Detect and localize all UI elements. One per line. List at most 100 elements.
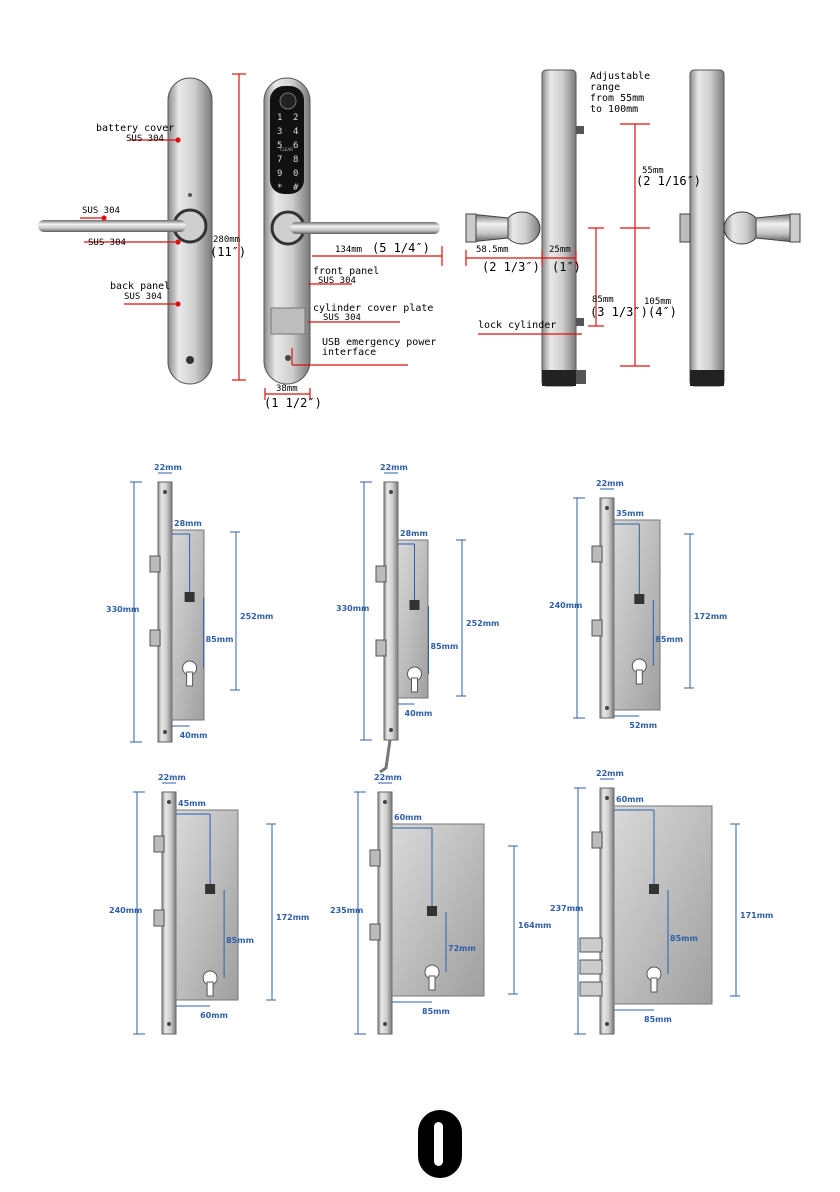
- screw-icon: [186, 356, 194, 364]
- spindle-hole: [205, 884, 216, 894]
- height-mm-label: 280mm: [213, 235, 240, 245]
- side-panel-base: [542, 370, 576, 386]
- cylinder-cover-plate-label: cylinder cover plate: [313, 303, 433, 314]
- svg-text:5: 5: [277, 141, 282, 151]
- screw-icon: [383, 800, 387, 804]
- body-depth-label: 40mm: [180, 731, 208, 740]
- screw-icon: [389, 728, 393, 732]
- battery-cover-label: battery cover: [96, 123, 174, 134]
- body-height-label: 252mm: [240, 612, 273, 621]
- overall-height-label: 330mm: [336, 604, 369, 613]
- overall-height-label: 240mm: [549, 601, 582, 610]
- deadbolt: [591, 619, 603, 637]
- svg-text:8: 8: [293, 155, 298, 165]
- overall-height-label: 330mm: [106, 605, 139, 614]
- back-panel-view: [38, 77, 213, 385]
- adjustable-line1: Adjustable: [590, 71, 650, 82]
- keypad-screen: [270, 86, 304, 194]
- mortise-tail: [379, 739, 392, 774]
- faceplate-width-label: 22mm: [380, 463, 408, 472]
- rose-side: [723, 211, 761, 245]
- usb-port-icon: [285, 355, 291, 361]
- lock-body: [391, 823, 485, 997]
- handle-material: SUS 304: [82, 206, 120, 216]
- backset-label: 28mm: [400, 529, 428, 538]
- front-panel-label: front panel: [313, 266, 379, 277]
- cylinder-cover-plate: [270, 307, 306, 335]
- lever-length-in: (2 1/3″): [482, 260, 540, 274]
- spindle-hole: [427, 906, 437, 916]
- battery-cover-material: SUS 304: [126, 134, 164, 144]
- deadbolt: [369, 923, 381, 941]
- spindle-hole: [409, 600, 420, 610]
- screw-icon: [605, 1022, 609, 1026]
- side-panel-base: [690, 370, 724, 386]
- side-view-right: [679, 69, 801, 387]
- spindle-end: [679, 213, 691, 243]
- latch-bolt: [375, 565, 387, 583]
- overall-height-label: 237mm: [550, 904, 583, 913]
- center-distance-label: 85mm: [431, 642, 459, 651]
- plate-thickness-mm: 25mm: [549, 245, 571, 255]
- screw-icon: [167, 1022, 171, 1026]
- svg-text:0: 0: [293, 169, 298, 179]
- spindle-pin: [576, 126, 584, 134]
- dimension-lines: [354, 782, 518, 1035]
- rose-material: SUS 304: [88, 238, 126, 248]
- backset-label: 35mm: [616, 509, 644, 518]
- width-in-label: (1 1/2″): [264, 396, 322, 410]
- deadbolt: [579, 937, 603, 953]
- svg-text:2: 2: [293, 113, 298, 123]
- svg-text:9: 9: [277, 169, 282, 179]
- handle-length-mm: 134mm: [335, 245, 362, 255]
- body-height-label: 171mm: [740, 911, 773, 920]
- dimension-lines: [573, 488, 694, 719]
- spindle-hole: [634, 594, 645, 604]
- latch-bolt: [369, 849, 381, 867]
- dimension-lines: [133, 782, 276, 1035]
- back-panel-label: back panel: [110, 281, 170, 292]
- back-leaders: [80, 73, 246, 381]
- deadbolt: [153, 909, 165, 927]
- center-distance-label: 85mm: [670, 934, 698, 943]
- width-mm-label: 38mm: [276, 384, 298, 394]
- keypad-clear-label: CLEAR: [280, 147, 293, 152]
- spindle-hole: [649, 884, 659, 894]
- faceplate-width-label: 22mm: [158, 773, 186, 782]
- lock-body: [175, 809, 239, 1001]
- side-panel-shape: [689, 69, 725, 387]
- usb-label-line2: interface: [322, 347, 376, 358]
- faceplate-width-label: 22mm: [596, 479, 624, 488]
- spindle-hole: [184, 592, 195, 602]
- adjustable-line2: range: [590, 82, 620, 93]
- cylinder-cover-material: SUS 304: [323, 313, 361, 323]
- logo-cutout: [434, 1122, 443, 1166]
- screw-icon: [383, 1022, 387, 1026]
- body-depth-label: 60mm: [200, 1011, 228, 1020]
- deadbolt: [149, 629, 161, 647]
- lever-end: [789, 213, 801, 243]
- body-height-label: 252mm: [466, 619, 499, 628]
- lever-end: [465, 213, 477, 243]
- svg-text:4: 4: [293, 127, 298, 137]
- body-depth-label: 85mm: [644, 1015, 672, 1024]
- lever-length-mm: 58.5mm: [476, 245, 509, 255]
- usb-label-line1: USB emergency power: [322, 337, 436, 348]
- front-leaders: [264, 246, 443, 400]
- front-panel-material: SUS 304: [318, 276, 356, 286]
- faceplate: [377, 791, 393, 1035]
- body-depth-label: 85mm: [422, 1007, 450, 1016]
- cylinder-slot: [635, 669, 643, 685]
- screw-icon: [605, 796, 609, 800]
- screw-icon: [605, 506, 609, 510]
- deadbolt: [579, 981, 603, 997]
- cylinder-slot: [428, 975, 436, 991]
- screw-icon: [605, 706, 609, 710]
